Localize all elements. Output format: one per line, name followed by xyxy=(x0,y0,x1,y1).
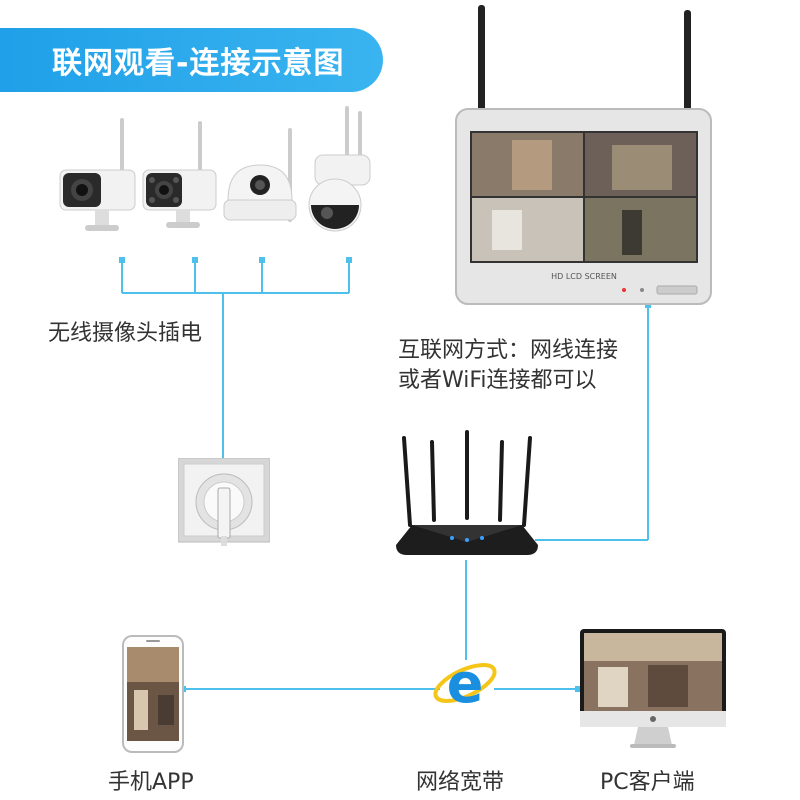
ie-browser-icon: e xyxy=(433,652,497,715)
nvr-monitor-icon: HD LCD SCREEN xyxy=(455,5,712,305)
title-banner: 联网观看-连接示意图 xyxy=(0,28,383,92)
bullet-camera-icon xyxy=(59,118,136,231)
pc-client-label: PC客户端 xyxy=(600,770,695,795)
cameras-label: 无线摄像头插电 xyxy=(48,321,203,346)
dome-camera-icon xyxy=(223,128,297,222)
smartphone-icon xyxy=(122,635,184,753)
page-title: 联网观看-连接示意图 xyxy=(52,46,345,81)
ptz-camera-icon xyxy=(308,106,371,232)
phone-app-label: 手机APP xyxy=(108,770,194,795)
bullet-camera-icon xyxy=(142,121,217,228)
broadband-label: 网络宽带 xyxy=(416,770,505,795)
connection-label-line2: 或者WiFi连接都可以 xyxy=(398,368,597,393)
screen-label: HD LCD SCREEN xyxy=(551,272,617,281)
power-socket-icon xyxy=(178,458,270,546)
connection-label-line1: 互联网方式：网线连接 xyxy=(398,338,619,363)
router-icon xyxy=(396,430,538,555)
imac-icon xyxy=(580,629,726,748)
svg-text:e: e xyxy=(447,652,484,715)
